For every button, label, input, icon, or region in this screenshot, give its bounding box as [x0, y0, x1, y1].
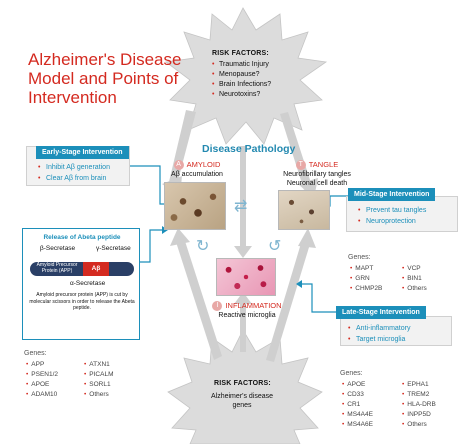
arrow-bottom-center: [240, 300, 246, 352]
tangle-title: TANGLE: [308, 160, 339, 169]
amyloid-title: AMYLOID: [186, 160, 221, 169]
amyloid-micrograph: [164, 182, 226, 230]
gene-item: SORL1: [84, 380, 110, 390]
tangle-micrograph: [278, 190, 330, 230]
gene-item: CR1: [342, 400, 360, 410]
arrow-top-center: [240, 146, 246, 250]
gene-item: MAPT: [350, 264, 373, 274]
abeta-release-panel: [22, 228, 140, 340]
risk-factor-item: Traumatic Injury: [212, 60, 302, 70]
early-stage-list: Inhibit Aβ generation Clear Aβ from brai…: [38, 162, 110, 184]
connector-late: [300, 283, 340, 313]
gene-item: VCP: [402, 264, 420, 274]
risk-factors-top-title: RISK FACTORS:: [212, 50, 269, 57]
amyloid-letter-icon: A: [173, 160, 184, 171]
genes-tangle-list: MAPT GRN CHMP2B VCP BIN1 Others: [350, 264, 450, 296]
genes-amyloid-list: APP PSEN1/2 APOE ADAM10 ATXN1 PICALM SOR…: [26, 360, 136, 402]
cycle-arrow-right-icon: ↺: [268, 238, 282, 255]
gene-item: PSEN1/2: [26, 370, 58, 380]
gene-item: MS4A4E: [342, 410, 373, 420]
arrow-bottom-center-head: [234, 292, 252, 304]
gene-item: Others: [402, 420, 427, 430]
arrow-bottom-left-head: [170, 228, 190, 246]
risk-factor-item: Neurotoxins?: [212, 90, 302, 100]
inflammation-micrograph: [216, 258, 276, 296]
intervention-item: Anti-inflammatory: [348, 323, 410, 334]
risk-factors-bottom-sub-2: genes: [232, 402, 252, 409]
gene-item: ADAM10: [26, 390, 57, 400]
page-title: Alzheimer's Disease Model and Points of …: [28, 50, 182, 107]
inflammation-title: INFLAMMATION: [225, 301, 282, 310]
genes-inflammation-list: APOE CD33 CR1 MS4A4E MS4A6E EPHA1 TREM2 …: [342, 380, 462, 432]
risk-starburst-bottom: [167, 329, 323, 444]
intervention-item: Inhibit Aβ generation: [38, 162, 110, 173]
cycle-arrows-icon: ⇄: [234, 198, 248, 215]
gene-item: PICALM: [84, 370, 113, 380]
gene-item: ATXN1: [84, 360, 109, 370]
connector-aba: [140, 229, 164, 263]
gene-item: Others: [402, 284, 427, 294]
gene-item: APOE: [26, 380, 49, 390]
gene-item: MS4A6E: [342, 420, 373, 430]
risk-factors-bottom-title: RISK FACTORS:: [214, 380, 271, 387]
intervention-item: Clear Aβ from brain: [38, 173, 110, 184]
arrow-top-right: [280, 112, 312, 190]
arrow-top-center-head: [234, 246, 252, 258]
genes-amyloid-title: Genes:: [24, 350, 47, 357]
risk-factors-top-list: Traumatic Injury Menopause? Brain Infect…: [212, 60, 302, 100]
tangle-sub-2: Neuronal cell death: [286, 180, 348, 188]
gene-item: CHMP2B: [350, 284, 382, 294]
tangle-letter-icon: T: [295, 160, 306, 171]
gene-item: CD33: [342, 390, 364, 400]
intervention-item: Target microglia: [348, 334, 410, 345]
late-stage-list: Anti-inflammatory Target microglia: [348, 323, 410, 345]
late-stage-title: Late-Stage Intervention: [336, 306, 426, 319]
risk-factors-bottom-sub-1: Alzheimer's disease: [210, 393, 274, 400]
amyloid-sub: Aβ accumulation: [171, 171, 223, 179]
gene-item: GRN: [350, 274, 369, 284]
risk-factor-item: Menopause?: [212, 70, 302, 80]
arrow-bottom-right-head: [298, 228, 316, 248]
inflammation-letter-icon: I: [212, 301, 223, 312]
cycle-arrow-left-icon: ↻: [196, 238, 210, 255]
gene-item: Others: [84, 390, 109, 400]
genes-tangle-title: Genes:: [348, 254, 371, 261]
genes-inflammation-title: Genes:: [340, 370, 363, 377]
abeta-release-title: Release of Abeta peptide: [43, 234, 121, 241]
risk-factor-item: Brain Infections?: [212, 80, 302, 90]
gene-item: BIN1: [402, 274, 421, 284]
intervention-item: Neuroprotection: [358, 216, 426, 227]
abeta-release-description: Amyloid precursor protein (APP) is cut b…: [29, 292, 135, 311]
beta-secretase-label: β-Secretase: [40, 245, 76, 252]
inflammation-sub: Reactive microglia: [218, 312, 276, 320]
gene-item: EPHA1: [402, 380, 428, 390]
mid-stage-list: Prevent tau tangles Neuroprotection: [358, 205, 426, 227]
tangle-sub-1: Neurofibrillary tangles: [283, 171, 351, 179]
risk-factors-bottom-sub: Alzheimer's disease genes: [200, 392, 284, 410]
early-stage-title: Early-Stage Intervention: [36, 146, 129, 159]
arrow-bottom-right: [266, 240, 310, 362]
app-protein-label: Amyloid Precursor Protein (APP): [36, 262, 78, 274]
gene-item: HLA-DRB: [402, 400, 436, 410]
gene-item: TREM2: [402, 390, 429, 400]
gamma-secretase-label: γ-Secretase: [96, 245, 131, 252]
gene-item: APOE: [342, 380, 365, 390]
mid-stage-title: Mid-Stage Intervention: [348, 188, 436, 201]
gene-item: INPP5D: [402, 410, 430, 420]
alpha-secretase-label: α-Secretase: [70, 280, 106, 287]
arrow-bottom-left: [176, 238, 222, 360]
gene-item: APP: [26, 360, 44, 370]
abeta-segment: Aβ: [83, 262, 109, 276]
disease-pathology-label: Disease Pathology: [202, 143, 296, 155]
intervention-item: Prevent tau tangles: [358, 205, 426, 216]
